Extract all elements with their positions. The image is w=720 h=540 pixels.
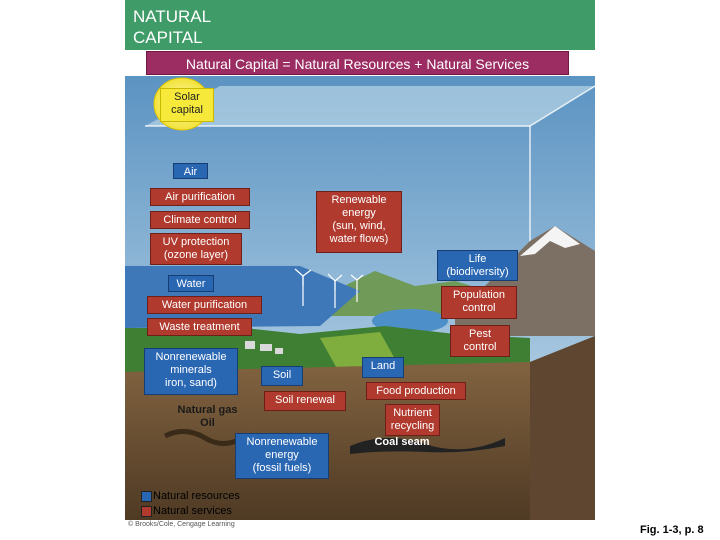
label-nonrenewable-minerals: Nonrenewable minerals iron, sand): [144, 348, 238, 395]
snow-cap: [520, 226, 580, 256]
label-pest-control: Pest control: [450, 325, 510, 357]
subtitle-banner: Natural Capital = Natural Resources + Na…: [146, 51, 569, 75]
legend-swatch-resources: [141, 491, 152, 502]
figure-reference: Fig. 1-3, p. 8: [640, 524, 704, 536]
coal-seam: [350, 437, 505, 454]
label-nutrient-recycling: Nutrient recycling: [385, 404, 440, 436]
label-renewable-energy: Renewable energy (sun, wind, water flows…: [316, 191, 402, 253]
label-air: Air: [173, 163, 208, 179]
label-water: Water: [168, 275, 214, 292]
label-air-purification: Air purification: [150, 188, 250, 206]
wind-turbines: [294, 268, 364, 308]
label-waste-treatment: Waste treatment: [147, 318, 252, 336]
buildings: [245, 341, 283, 354]
label-life-biodiversity: Life (biodiversity): [437, 250, 518, 281]
label-water-purification: Water purification: [147, 296, 262, 314]
header-bar: [125, 0, 595, 50]
legend-label-resources: Natural resources: [153, 490, 240, 502]
gas-deposit: [163, 429, 247, 446]
label-solar-capital: Solar capital: [160, 88, 214, 122]
label-natural-gas-oil: Natural gas Oil: [177, 404, 238, 429]
label-population-control: Population control: [441, 286, 517, 319]
label-soil-renewal: Soil renewal: [264, 391, 346, 411]
label-soil: Soil: [261, 366, 303, 386]
legend-label-services: Natural services: [153, 505, 232, 517]
page-title: NATURAL CAPITAL: [133, 7, 212, 47]
label-land: Land: [362, 357, 404, 378]
label-coal-seam: Coal seam: [374, 436, 430, 448]
cube-top: [145, 86, 595, 126]
label-nonrenewable-energy: Nonrenewable energy (fossil fuels): [235, 433, 329, 479]
label-food-production: Food production: [366, 382, 466, 400]
label-climate-control: Climate control: [150, 211, 250, 229]
soil-side: [530, 336, 595, 520]
legend-swatch-services: [141, 506, 152, 517]
copyright-credit: © Brooks/Cole, Cengage Learning: [128, 521, 235, 528]
label-uv-protection: UV protection (ozone layer): [150, 233, 242, 265]
